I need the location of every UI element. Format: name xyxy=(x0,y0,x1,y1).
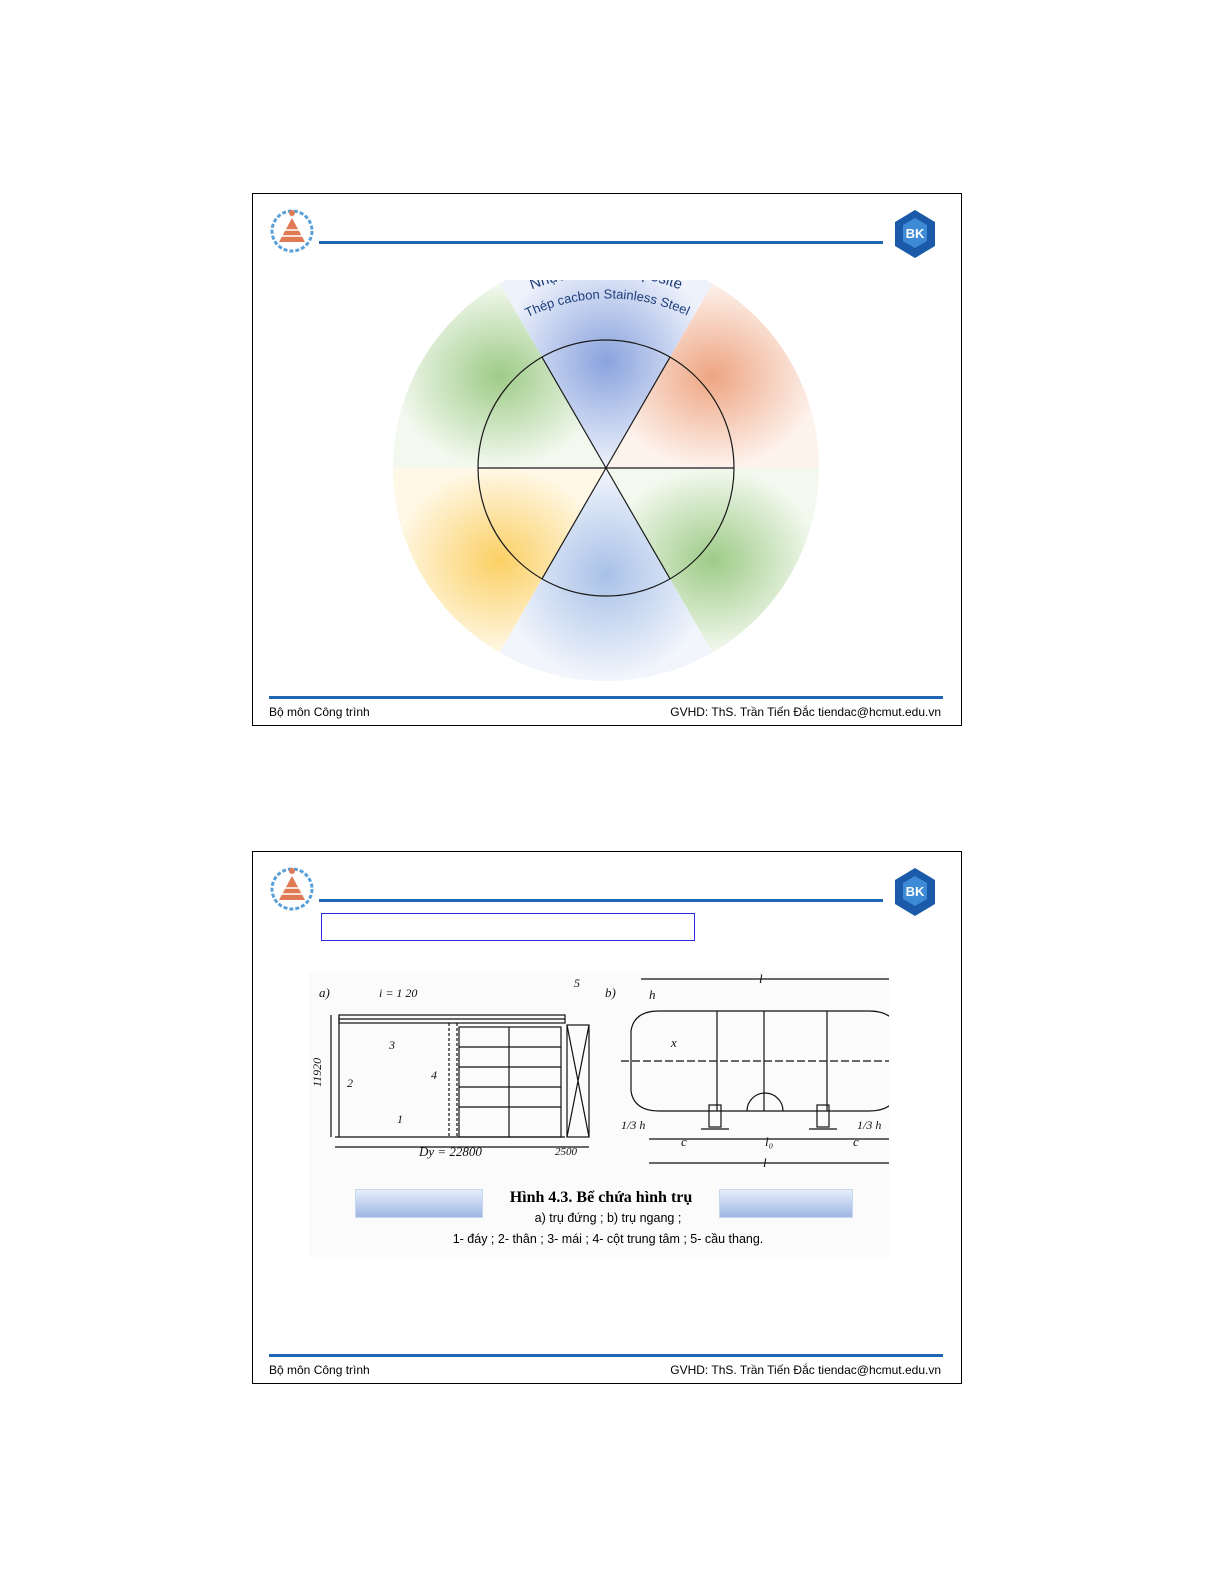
caption-highlight-left xyxy=(355,1189,483,1218)
c-left-label: c xyxy=(681,1134,687,1149)
height-dimension: 11920 xyxy=(310,1058,324,1087)
slide-2: BK a) i = 1 20 5 3 2 4 1 11920 Dy = 2280… xyxy=(252,851,962,1384)
bk-hexagon-logo-icon: BK xyxy=(895,210,935,258)
part-4-label: 4 xyxy=(431,1068,437,1082)
materials-wheel-diagram: Nhựa Thép Composite Thép cacbon Stainles… xyxy=(393,280,819,682)
part-3-label: 3 xyxy=(388,1038,395,1052)
wheel-segment-bottom-right xyxy=(606,468,819,653)
footer-department: Bộ môn Công trình xyxy=(269,1363,370,1377)
l0-label: l₀ xyxy=(765,1134,773,1149)
pyramid-logo-icon xyxy=(270,867,314,911)
figure-caption-parts: 1- đáy ; 2- thân ; 3- mái ; 4- cột trung… xyxy=(452,1232,764,1246)
third-h-right-label: 1/3 h xyxy=(857,1118,881,1132)
slide-title-box xyxy=(321,913,695,941)
footer-instructor: GVHD: ThS. Trần Tiến Đắc tiendac@hcmut.e… xyxy=(670,705,941,719)
wheel-spokes xyxy=(478,356,734,580)
diameter-dimension: Dy = 22800 xyxy=(418,1144,482,1159)
horizontal-tank-sketch xyxy=(621,978,889,1164)
third-h-left-label: 1/3 h xyxy=(621,1118,645,1132)
x-label: x xyxy=(670,1035,677,1050)
stair-width-dimension: 2500 xyxy=(555,1146,578,1158)
figure-caption-title: Hình 4.3. Bể chứa hình trụ xyxy=(509,1189,693,1206)
footer-instructor: GVHD: ThS. Trần Tiến Đắc tiendac@hcmut.e… xyxy=(670,1363,941,1377)
footer-line xyxy=(269,696,943,699)
header-line xyxy=(319,241,883,244)
wheel-segment-bottom-left xyxy=(393,468,606,653)
slide-1: BK xyxy=(252,193,962,726)
bk-logo-text: BK xyxy=(906,226,925,241)
pyramid-logo-icon xyxy=(270,209,314,253)
wheel-segment-top-right xyxy=(606,283,819,468)
part-2-label: 2 xyxy=(347,1076,353,1090)
part-5-label: 5 xyxy=(574,976,580,990)
bk-logo-text: BK xyxy=(906,884,925,899)
wheel-segment-top xyxy=(499,280,713,468)
footer-line xyxy=(269,1354,943,1357)
footer-department: Bộ môn Công trình xyxy=(269,705,370,719)
wheel-segment-bottom xyxy=(499,468,713,682)
part-1-label: 1 xyxy=(397,1112,403,1126)
wheel-segment-top-left xyxy=(393,283,606,468)
c-right-label: c xyxy=(853,1134,859,1149)
figure-caption-subtitle: a) trụ đứng ; b) trụ ngang ; xyxy=(534,1211,682,1225)
panel-a-label: a) xyxy=(319,985,330,1000)
panel-b-label: b) xyxy=(605,985,616,1000)
vertical-tank-sketch xyxy=(330,1014,590,1148)
header-line xyxy=(319,899,883,902)
h-label: h xyxy=(649,987,656,1002)
caption-highlight-right xyxy=(719,1189,853,1218)
bk-hexagon-logo-icon: BK xyxy=(895,868,935,916)
roof-slope-label: i = 1 20 xyxy=(379,986,417,1000)
